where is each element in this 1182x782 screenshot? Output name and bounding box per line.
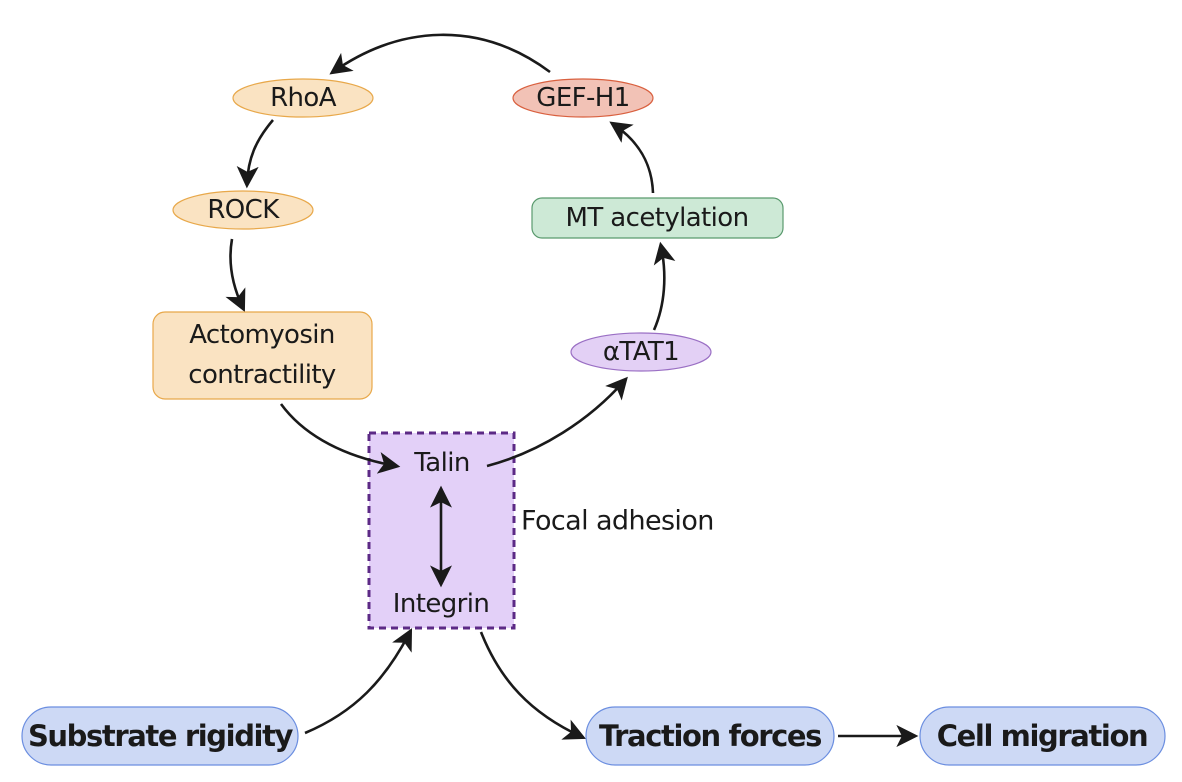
- edge-substrate-to-integrin: [304, 628, 413, 735]
- focal-adhesion-label: Focal adhesion: [521, 506, 714, 537]
- edge-talin-to-atat1: [486, 376, 628, 468]
- edge-integrin-to-traction: [479, 631, 586, 740]
- node-actomyosin: Actomyosin contractility: [152, 311, 373, 400]
- node-traction-forces-label: Traction forces: [599, 719, 821, 753]
- node-talin: Talin: [413, 448, 470, 478]
- edge-gefh1-to-rhoa: [329, 33, 551, 75]
- node-actomyosin-label-line1: Actomyosin: [189, 320, 335, 350]
- node-gefh1: GEF-H1: [512, 78, 654, 118]
- node-actomyosin-label-line2: contractility: [188, 360, 336, 390]
- node-mt-acetylation-label: MT acetylation: [566, 203, 749, 233]
- node-traction-forces: Traction forces: [585, 706, 835, 766]
- node-rhoa-label: RhoA: [270, 83, 337, 113]
- nodes: RhoA GEF-H1 ROCK Actomyosin contractilit…: [21, 78, 1166, 766]
- node-talin-label: Talin: [413, 448, 469, 478]
- edge-mt-acetylation-to-gefh1: [609, 121, 655, 194]
- node-rock-label: ROCK: [207, 195, 280, 225]
- edge-actomyosin-to-talin: [279, 403, 401, 474]
- node-substrate-rigidity-label: Substrate rigidity: [28, 719, 294, 753]
- node-cell-migration: Cell migration: [919, 706, 1166, 766]
- node-integrin-label: Integrin: [393, 589, 489, 619]
- node-rock: ROCK: [172, 190, 314, 230]
- node-substrate-rigidity: Substrate rigidity: [21, 706, 299, 766]
- node-cell-migration-label: Cell migration: [937, 719, 1148, 753]
- node-integrin: Integrin: [393, 589, 490, 619]
- edge-rhoa-to-rock: [236, 119, 274, 189]
- edges: [225, 33, 919, 747]
- node-mt-acetylation: MT acetylation: [531, 197, 784, 239]
- edge-atat1-to-mt-acetylation: [652, 241, 676, 331]
- node-atat1: αTAT1: [570, 332, 712, 372]
- node-rhoa: RhoA: [232, 78, 374, 118]
- edge-rock-to-actomyosin: [225, 238, 246, 312]
- node-gefh1-label: GEF-H1: [536, 83, 629, 113]
- node-atat1-label: αTAT1: [603, 337, 679, 367]
